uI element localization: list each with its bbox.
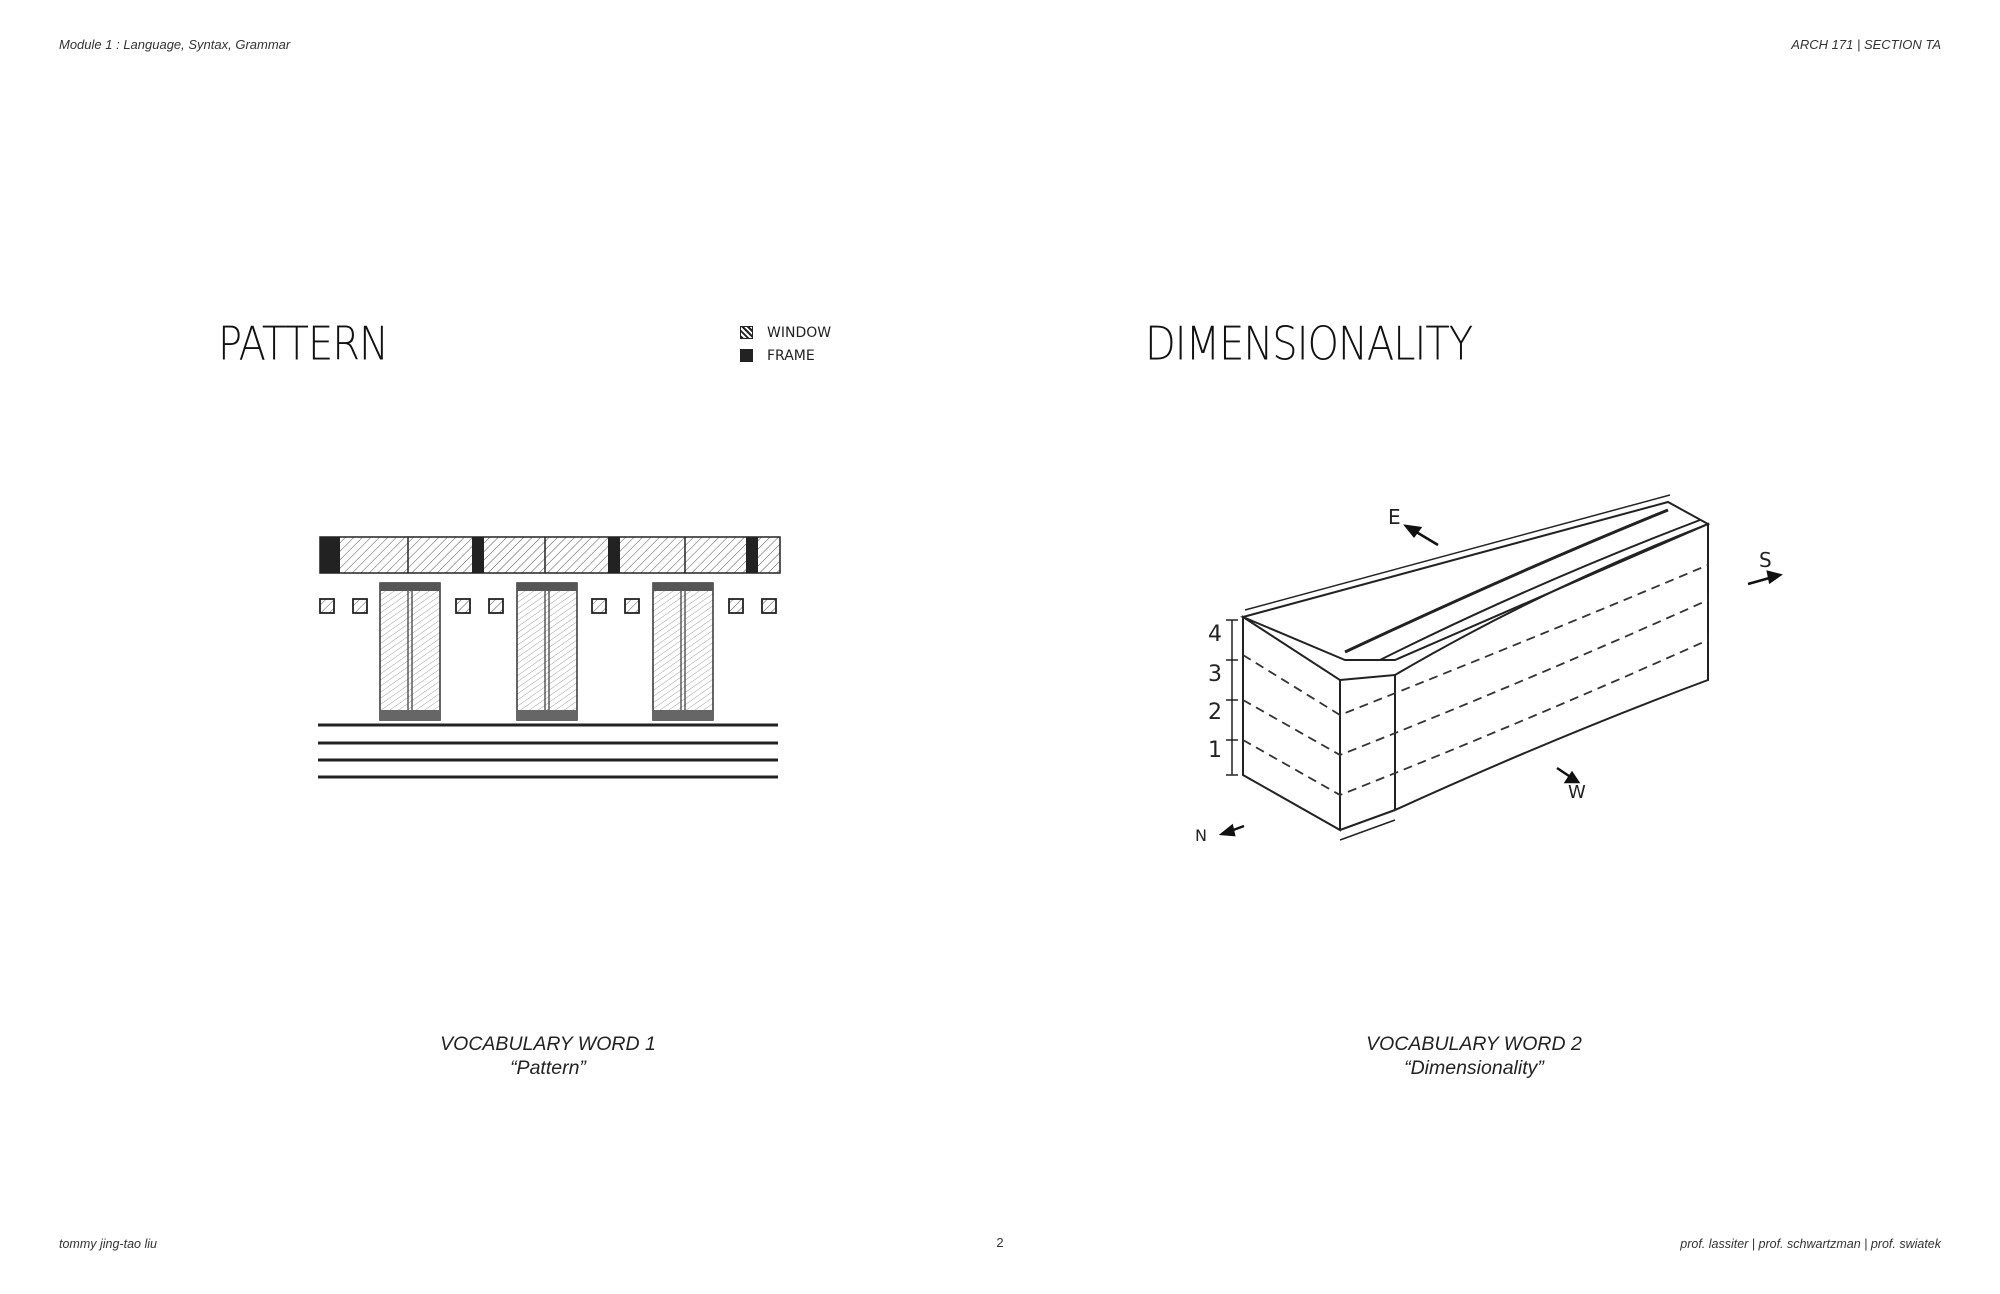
level-label-1: 1 — [1208, 738, 1222, 763]
caption-word-1-term: “Pattern” — [510, 1057, 586, 1079]
direction-label-w: W — [1568, 782, 1586, 803]
window-swatch-icon — [740, 326, 753, 339]
base-lines — [318, 723, 778, 779]
footer-professors: prof. lassiter | prof. schwartzman | pro… — [1680, 1237, 1941, 1251]
direction-label-s: S — [1759, 548, 1772, 572]
caption-word-2-term: “Dimensionality” — [1404, 1057, 1544, 1079]
caption-word-1-label: VOCABULARY WORD 1 — [440, 1033, 656, 1055]
dimensionality-sketch-title: DIMENSIONALITY — [1145, 318, 1473, 371]
footer-author: tommy jing-tao liu — [59, 1237, 157, 1251]
caption-word-1: VOCABULARY WORD 1 “Pattern” — [298, 1032, 798, 1080]
direction-label-e: E — [1388, 505, 1401, 529]
direction-label-n: N — [1195, 826, 1207, 845]
header-module-title: Module 1 : Language, Syntax, Grammar — [59, 37, 291, 52]
upper-band — [319, 536, 781, 574]
small-windows — [319, 598, 777, 614]
level-label-2: 2 — [1208, 700, 1222, 725]
caption-word-2-label: VOCABULARY WORD 2 — [1366, 1033, 1582, 1055]
pattern-legend: WINDOW FRAME — [740, 321, 831, 367]
pattern-sketch-title: PATTERN — [218, 318, 389, 371]
direction-arrows — [1218, 524, 1783, 837]
tall-windows — [379, 582, 714, 721]
legend-frame-label: FRAME — [767, 347, 815, 364]
level-label-3: 3 — [1208, 662, 1222, 687]
legend-window-label: WINDOW — [767, 324, 832, 341]
footer-page-number: 2 — [996, 1235, 1004, 1250]
frame-swatch-icon — [740, 349, 753, 362]
header-course-section: ARCH 171 | SECTION TA — [1791, 37, 1941, 52]
level-label-4: 4 — [1208, 622, 1222, 647]
legend-row-frame: FRAME — [740, 344, 831, 367]
legend-row-window: WINDOW — [740, 321, 831, 344]
caption-word-2: VOCABULARY WORD 2 “Dimensionality” — [1224, 1032, 1724, 1080]
